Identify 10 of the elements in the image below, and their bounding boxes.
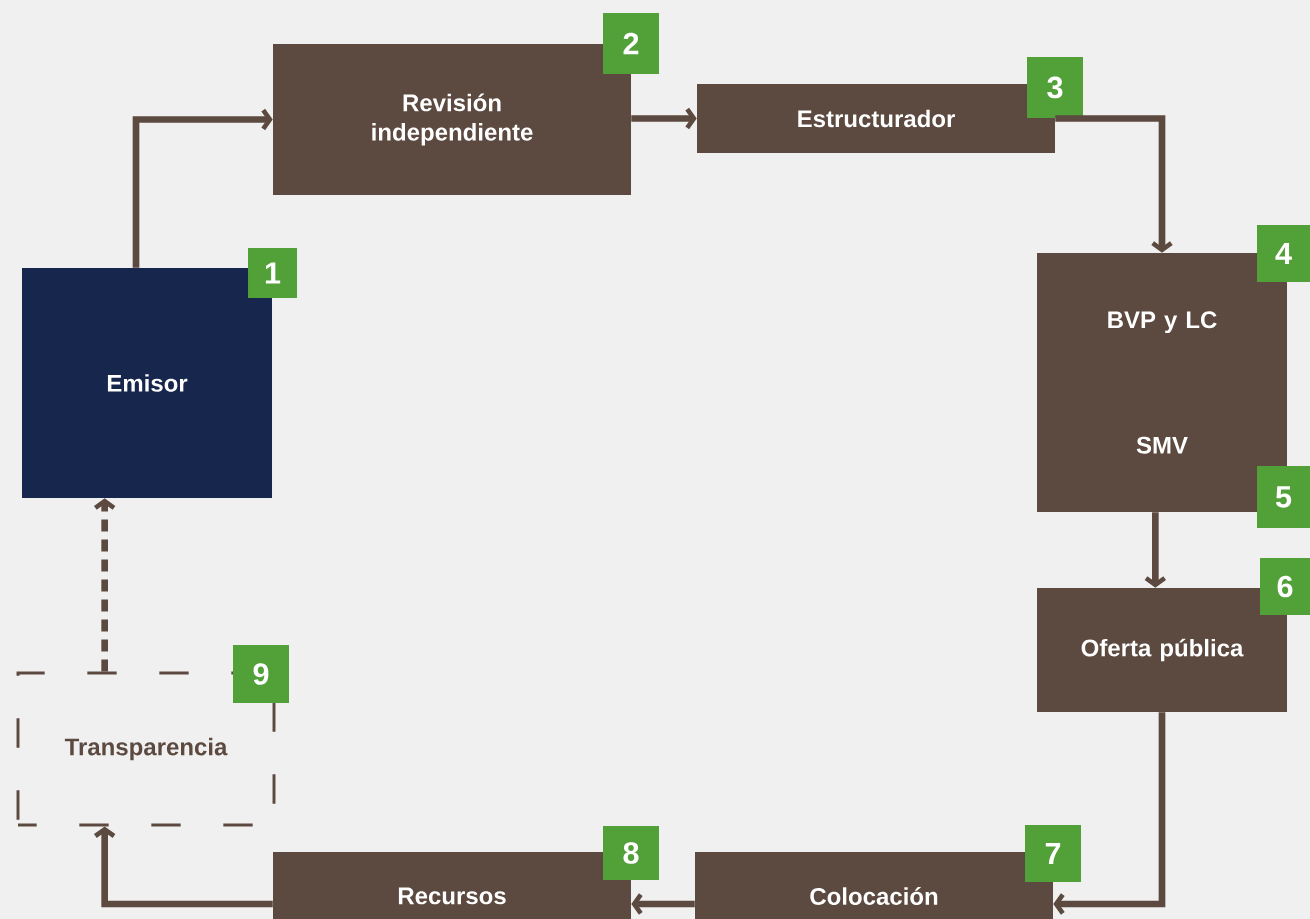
number-badge: 7 — [1025, 825, 1081, 882]
number-badge: 1 — [248, 248, 297, 298]
number-badge: 6 — [1260, 558, 1310, 615]
number-badge: 3 — [1027, 57, 1083, 118]
arrow — [94, 498, 116, 672]
number-badge: 2 — [603, 13, 659, 74]
number-badge: 5 — [1257, 466, 1310, 528]
number-badge: 8 — [603, 826, 659, 880]
number-badge: 4 — [1257, 225, 1310, 282]
number-badge: 9 — [233, 645, 289, 703]
